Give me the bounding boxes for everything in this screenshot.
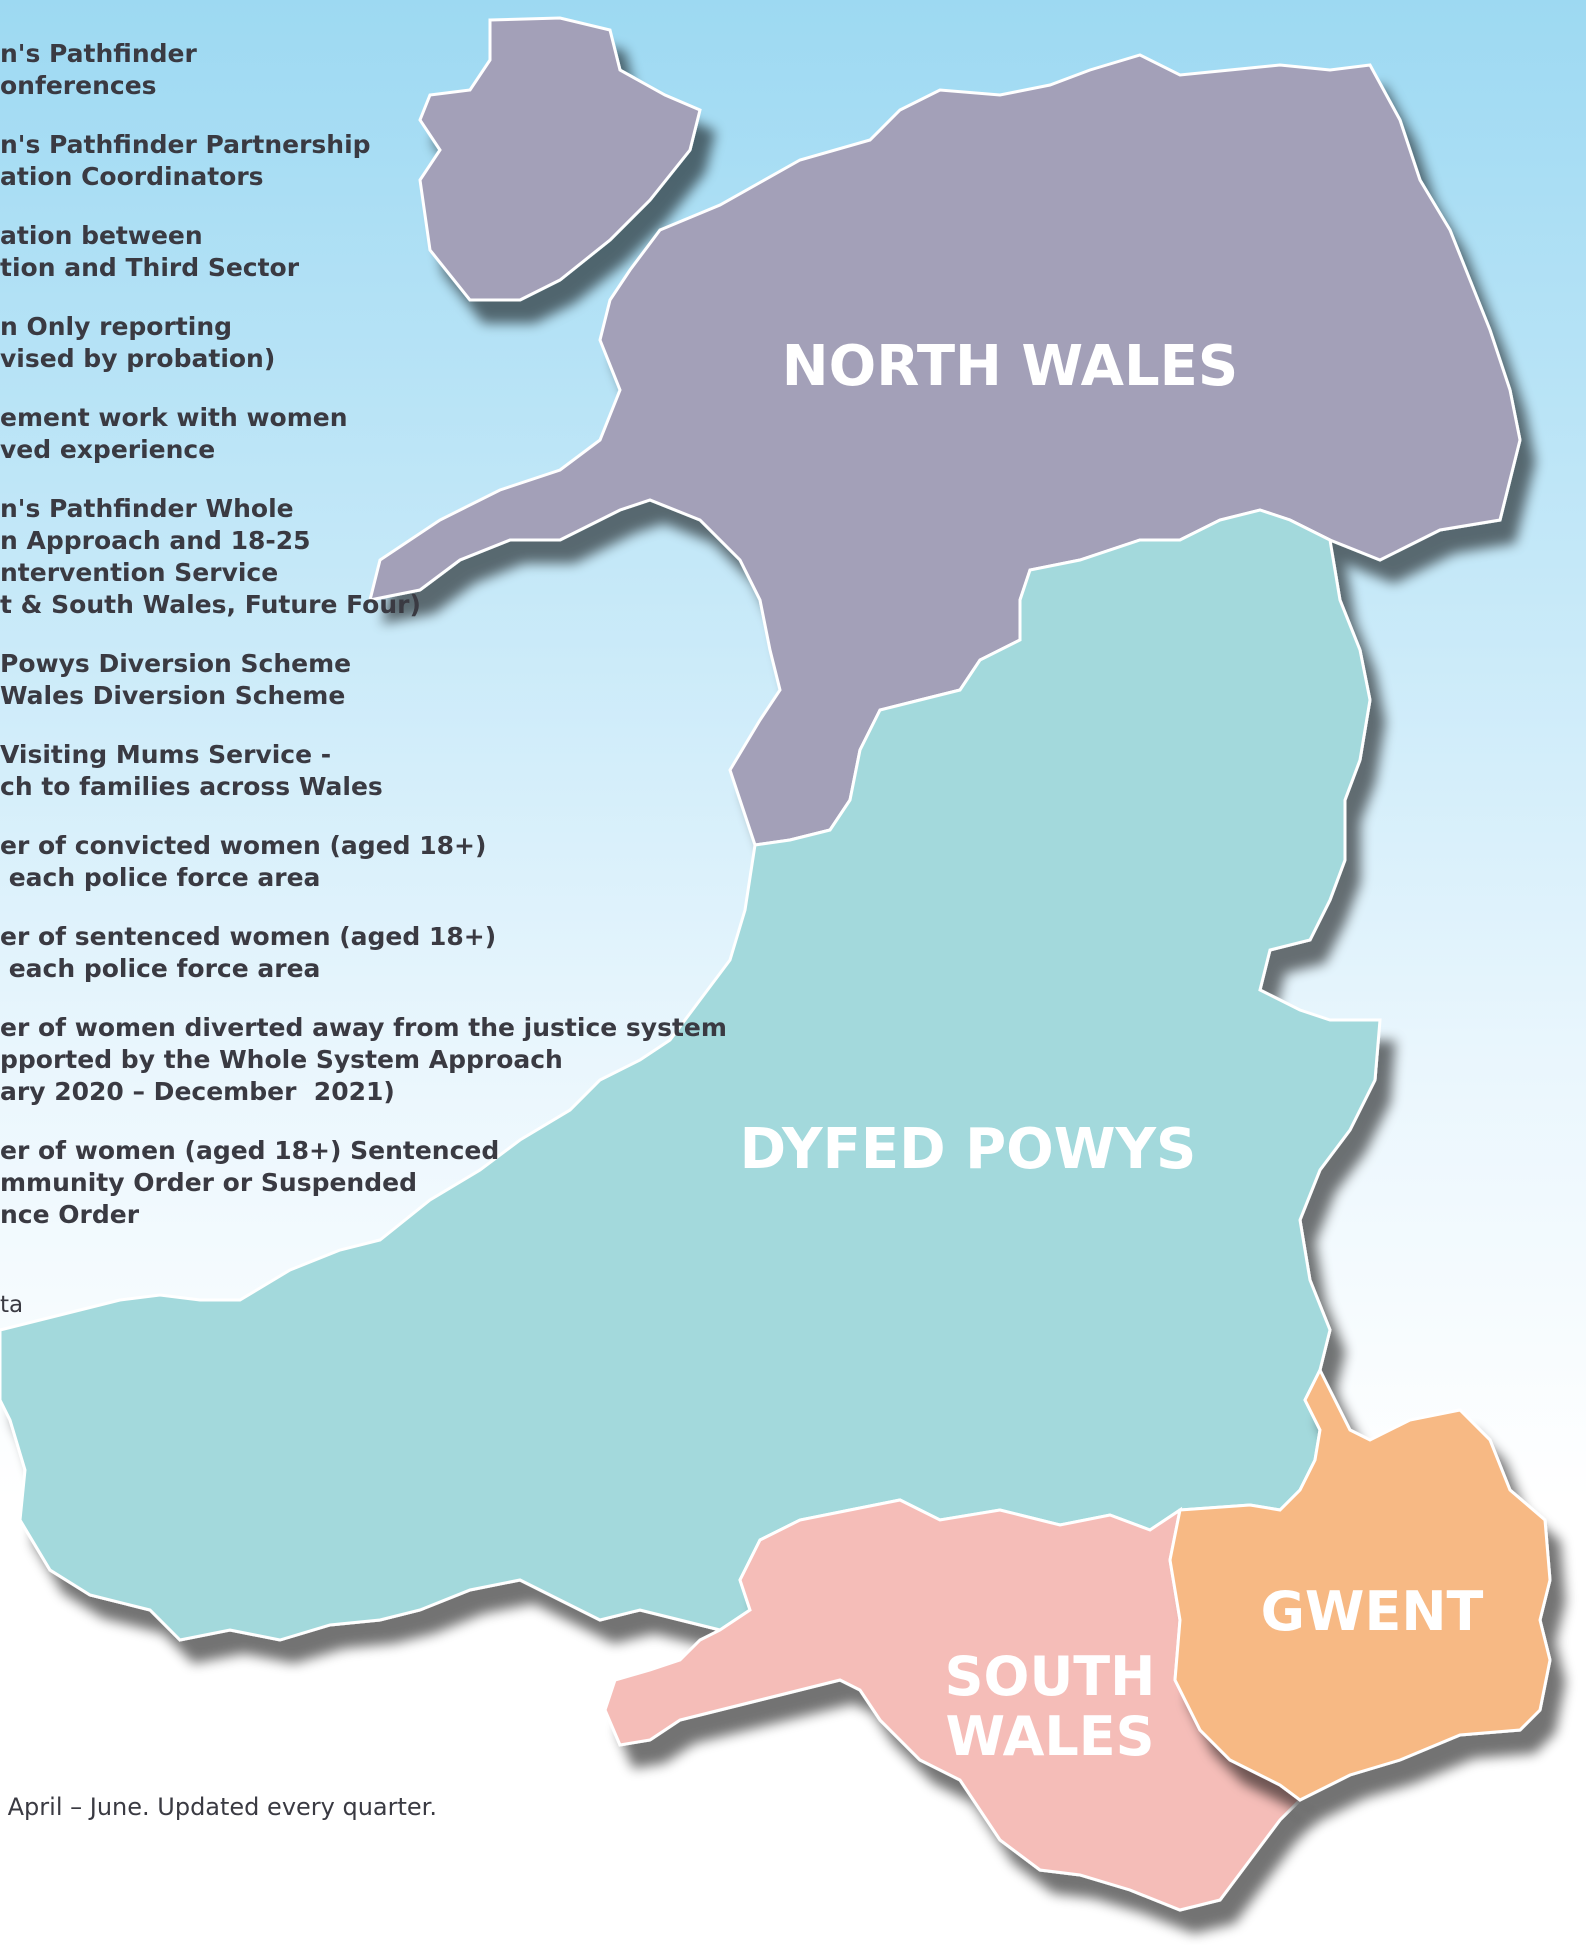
region-gwent[interactable]: [1168, 1366, 1552, 1802]
region-north-wales-anglesey[interactable]: [418, 16, 702, 302]
legend-line: ary 2020 – December 2021): [0, 1077, 395, 1106]
legend-line: n Only reporting: [0, 312, 233, 341]
label-dyfed-powys: DYFED POWYS: [740, 1117, 1197, 1182]
legend-line: t & South Wales, Future Four): [0, 590, 421, 619]
label-south-wales-line2: WALES: [945, 1705, 1154, 1768]
legend-line: n's Pathfinder: [0, 39, 197, 68]
legend-line: pported by the Whole System Approach: [0, 1045, 563, 1074]
footnote: April – June. Updated every quarter.: [0, 1793, 437, 1821]
legend-line: er of sentenced women (aged 18+): [0, 922, 497, 951]
legend-line: vised by probation): [0, 344, 276, 373]
legend-line: nce Order: [0, 1200, 140, 1229]
legend-line: ved experience: [0, 435, 216, 464]
legend-line: Wales Diversion Scheme: [0, 681, 346, 710]
legend-line: er of convicted women (aged 18+): [0, 831, 487, 860]
region-south-wales[interactable]: [603, 1498, 1303, 1912]
legend-line: ement work with women: [0, 403, 348, 432]
legend-line: each police force area: [0, 863, 321, 892]
legend-item: ement work with women ved experience: [0, 402, 700, 466]
source-note: ta: [0, 1292, 24, 1318]
legend-line: n's Pathfinder Whole: [0, 494, 294, 523]
legend-line: Visiting Mums Service -: [0, 740, 332, 769]
legend-item: er of women diverted away from the justi…: [0, 1012, 727, 1108]
legend-item: Powys Diversion Scheme Wales Diversion S…: [0, 648, 700, 712]
legend-item: Visiting Mums Service - ch to families a…: [0, 739, 700, 803]
legend-item: n's Pathfinder Partnership ation Coordin…: [0, 129, 700, 193]
label-gwent: GWENT: [1261, 1580, 1484, 1643]
legend-line: er of women diverted away from the justi…: [0, 1013, 727, 1042]
legend-line: er of women (aged 18+) Sentenced: [0, 1136, 500, 1165]
legend-item: n's Pathfinder Whole n Approach and 18-2…: [0, 493, 700, 621]
legend-item: n Only reporting vised by probation): [0, 311, 700, 375]
legend-line: mmunity Order or Suspended: [0, 1168, 417, 1197]
legend-item: ation between tion and Third Sector: [0, 220, 700, 284]
legend-item: n's Pathfinder onferences: [0, 38, 700, 102]
legend-list: n's Pathfinder onferences n's Pathfinder…: [0, 38, 727, 1258]
legend-line: ation between: [0, 221, 203, 250]
legend-line: onferences: [0, 71, 157, 100]
legend-line: tion and Third Sector: [0, 253, 300, 282]
label-south-wales-line1: SOUTH: [945, 1645, 1156, 1708]
label-north-wales: NORTH WALES: [782, 334, 1239, 399]
legend-line: n's Pathfinder Partnership: [0, 130, 371, 159]
legend-line: ntervention Service: [0, 558, 279, 587]
legend-line: n Approach and 18-25: [0, 526, 311, 555]
legend-line: ch to families across Wales: [0, 772, 383, 801]
legend-line: Powys Diversion Scheme: [0, 649, 352, 678]
legend-line: each police force area: [0, 954, 321, 983]
legend-item: er of sentenced women (aged 18+) each po…: [0, 921, 700, 985]
legend-item: er of convicted women (aged 18+) each po…: [0, 830, 700, 894]
legend-line: ation Coordinators: [0, 162, 264, 191]
legend-item: er of women (aged 18+) Sentenced mmunity…: [0, 1135, 700, 1231]
